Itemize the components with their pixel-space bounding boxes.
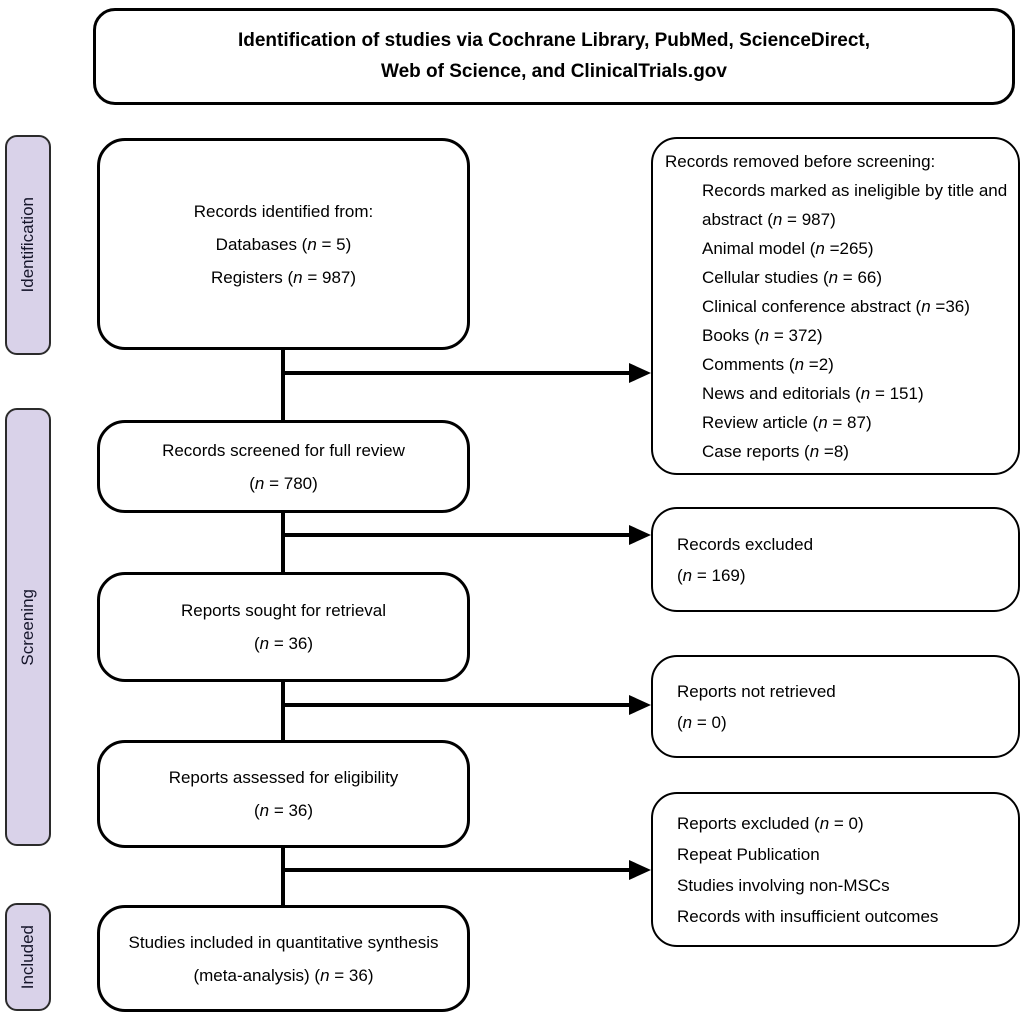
text-line: Records with insufficient outcomes [677,906,939,926]
text-line: Reports not retrieved [677,681,836,701]
box-records-removed: Records removed before screening: Records… [651,137,1020,475]
text-line: Studies included in quantitative synthes… [128,932,439,952]
box-reports-sought: Reports sought for retrieval (n = 36) [97,572,470,682]
diagram-title-box: Identification of studies via Cochrane L… [93,8,1015,105]
box-reports-not-retrieved: Reports not retrieved (n = 0) [651,655,1020,758]
text-line: Records removed before screening: [665,151,936,171]
arrow-shaft [283,371,629,375]
text-line: (n = 36) [253,634,314,653]
text-line: News and editorials (n = 151) [702,383,924,403]
arrow-head-icon [629,860,651,880]
text-line: Clinical conference abstract (n =36) [702,296,970,316]
text-line: (n = 36) [253,801,314,820]
text-line: Studies involving non-MSCs [677,875,890,895]
text-line: Registers (n = 987) [210,267,357,287]
box-reports-assessed: Reports assessed for eligibility (n = 36) [97,740,470,848]
connector-line-down-4 [281,847,285,905]
diagram-title-line-2: Web of Science, and ClinicalTrials.gov [381,61,727,82]
text-line: Review article (n = 87) [702,412,872,432]
stage-label-screening: Screening [5,408,51,846]
diagram-title-line-1: Identification of studies via Cochrane L… [237,30,871,51]
text-line: (n = 169) [677,565,746,585]
stage-label-identification: Identification [5,135,51,355]
text-line: abstract (n = 987) [702,209,836,229]
arrow-head-icon [629,695,651,715]
box-records-screened: Records screened for full review (n = 780… [97,420,470,513]
box-records-identified: Records identified from: Databases (n = 5… [97,138,470,350]
text-line: (n = 780) [249,473,318,493]
arrow-head-icon [629,525,651,545]
arrow-shaft [283,703,629,707]
text-line: Comments (n =2) [702,354,834,374]
text-line: Records identified from: [193,201,374,221]
box-studies-included: Studies included in quantitative synthes… [97,905,470,1012]
text-line: Cellular studies (n = 66) [702,267,883,287]
text-line: Repeat Publication [677,844,820,864]
stage-label-included: Included [5,903,51,1011]
connector-line-down-3 [281,681,285,740]
stage-label-text: Identification [18,197,37,293]
text-line: Case reports (n =8) [702,441,849,461]
text-line: Records excluded [677,534,814,554]
connector-line-down-2 [281,512,285,572]
text-line: (meta-analysis) (n = 36) [193,965,374,985]
text-line: Records marked as ineligible by title an… [702,180,1008,200]
text-line: Animal model (n =265) [702,238,874,258]
arrow-shaft [283,533,629,537]
stage-label-text: Screening [18,588,37,666]
arrow-head-icon [629,363,651,383]
text-line: Reports assessed for eligibility [168,768,399,787]
connector-line-down-1 [281,350,285,420]
text-line: Reports sought for retrieval [180,601,387,620]
box-reports-excluded: Reports excluded (n = 0) Repeat Publicati… [651,792,1020,947]
text-line: Reports excluded (n = 0) [677,813,864,833]
text-line: Records screened for full review [162,440,405,460]
text-line: (n = 0) [677,712,727,732]
box-records-excluded: Records excluded (n = 169) [651,507,1020,612]
stage-label-text: Included [18,924,37,990]
arrow-shaft [283,868,629,872]
text-line: Databases (n = 5) [215,234,352,254]
text-line: Books (n = 372) [702,325,823,345]
